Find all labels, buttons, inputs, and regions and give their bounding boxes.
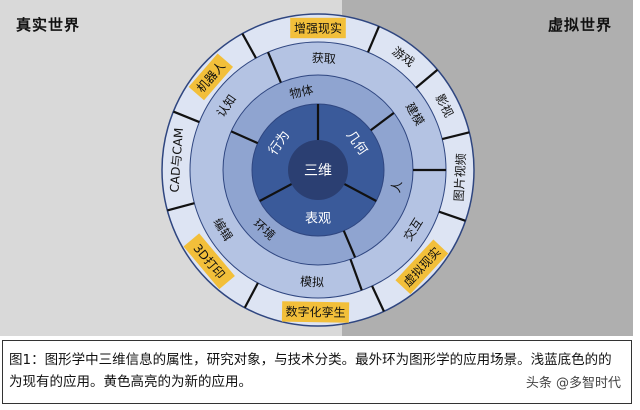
- application-divider: [241, 33, 257, 59]
- application-label: 增强现实: [290, 17, 346, 39]
- object-label: 人: [388, 179, 404, 194]
- application-label-text: 数字化孪生: [285, 304, 345, 320]
- technique-label: 获取: [311, 51, 336, 66]
- application-divider: [415, 68, 439, 89]
- technique-label: 模拟: [300, 275, 325, 290]
- application-label: 数字化孪生: [281, 301, 350, 323]
- virtual-world-label: 虚拟世界: [548, 16, 613, 34]
- center-circle: [288, 140, 348, 200]
- application-label-text: 增强现实: [294, 20, 342, 35]
- technique-divider: [266, 51, 282, 83]
- attribute-divider: [259, 183, 293, 202]
- application-divider: [367, 25, 380, 53]
- application-divider: [243, 282, 259, 309]
- application-label-text: 图片视频: [451, 153, 468, 202]
- caption-text: 图1：图形学中三维信息的属性，研究对象，与技术分类。最外环为图形学的应用场景。浅…: [9, 352, 612, 390]
- application-label-text: CAD与CAM: [167, 127, 185, 193]
- object-divider: [370, 111, 395, 132]
- object-label-text: 物体: [288, 83, 314, 102]
- ring-labels: 增强现实游戏影视图片视频虚拟现实数字化孪生3D打印CAD与CAM机器人获取建模交…: [167, 17, 468, 323]
- object-divider: [342, 230, 357, 258]
- technique-label-text: 获取: [311, 51, 336, 66]
- dividers: [167, 25, 470, 312]
- application-divider: [167, 202, 195, 212]
- application-divider: [441, 131, 470, 141]
- center-label: 三维: [304, 163, 332, 179]
- object-divider: [230, 130, 259, 145]
- attribute-label: 表观: [305, 212, 331, 227]
- highlight-badge: [281, 301, 350, 323]
- application-label: CAD与CAM: [167, 127, 185, 193]
- highlight-badge: [188, 53, 234, 101]
- highlight-badge: [183, 233, 235, 290]
- technique-label-text: 模拟: [300, 275, 325, 290]
- application-divider: [438, 210, 466, 222]
- attribute-label-text: 表观: [305, 212, 331, 227]
- application-divider: [371, 285, 385, 312]
- technique-divider: [349, 258, 363, 291]
- rings: [161, 13, 475, 327]
- application-label: 图片视频: [451, 153, 468, 202]
- object-label-text: 人: [388, 179, 404, 194]
- highlight-badge: [290, 17, 346, 39]
- graphics-ring-diagram: 增强现实游戏影视图片视频虚拟现实数字化孪生3D打印CAD与CAM机器人获取建模交…: [161, 13, 475, 327]
- application-divider: [172, 110, 200, 124]
- highlight-badge: [395, 239, 449, 295]
- attribute-divider: [343, 183, 377, 202]
- figure-caption: 图1：图形学中三维信息的属性，研究对象，与技术分类。最外环为图形学的应用场景。浅…: [2, 340, 632, 404]
- object-label: 物体: [288, 83, 314, 102]
- real-world-label: 真实世界: [16, 16, 81, 34]
- watermark: 头条 @多智时代: [525, 376, 621, 391]
